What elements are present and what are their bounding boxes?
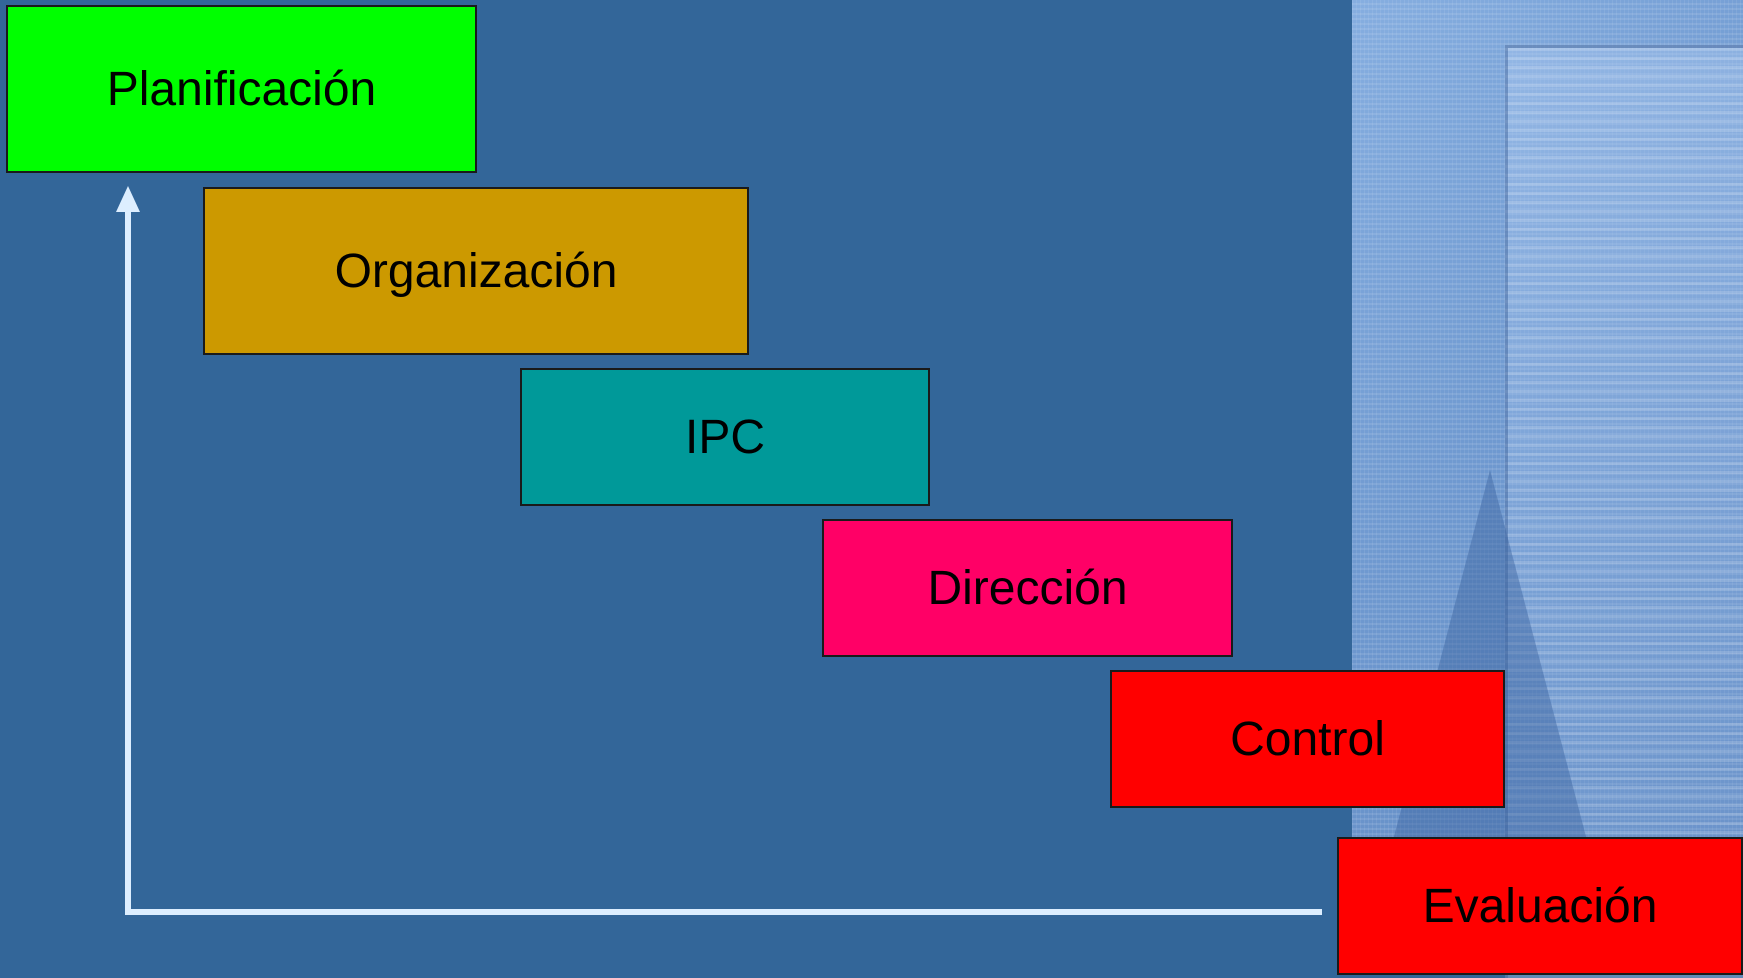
stage-box-ipc: IPC (520, 368, 930, 506)
stage-box-organizacion: Organización (203, 187, 749, 355)
stage-label: Evaluación (1422, 879, 1658, 933)
stage-box-direccion: Dirección (822, 519, 1233, 657)
stage-label: Control (1230, 712, 1385, 766)
stage-box-evaluacion: Evaluación (1337, 837, 1743, 975)
stage-label: IPC (684, 410, 765, 464)
vertical-axis-arrowhead (116, 186, 140, 212)
stage-label: Dirección (927, 561, 1128, 615)
background-photo (1352, 0, 1743, 975)
background-photo-document (1505, 45, 1743, 978)
stage-label: Planificación (106, 62, 377, 116)
stage-label: Organización (334, 244, 618, 298)
stage-box-planificacion: Planificación (6, 5, 477, 173)
stage-box-control: Control (1110, 670, 1505, 808)
